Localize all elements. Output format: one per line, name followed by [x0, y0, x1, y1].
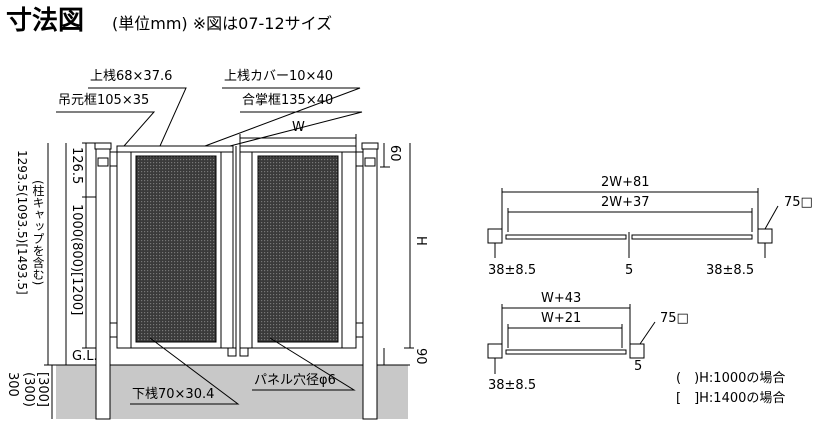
hinge-top-right: [355, 151, 364, 167]
right-panel: [257, 155, 339, 343]
bottom-rail-label: 下桟70×30.4: [132, 387, 215, 402]
width-label: W: [292, 120, 305, 135]
page-title: 寸法図: [6, 6, 85, 36]
unit-note: (単位mm) ※図は07-12サイズ: [112, 14, 333, 33]
hinge-frame-label: 吊元框105×35: [58, 93, 150, 108]
center-gap: 5: [625, 263, 634, 278]
outer-width-single: W+43: [541, 291, 582, 306]
gl-label: G.L.: [72, 349, 98, 364]
inner-width-double: 2W+37: [601, 195, 650, 210]
panel-hole-label: パネル穴径φ6: [254, 373, 336, 388]
ground-area: [56, 365, 408, 419]
single-post-right: [629, 343, 645, 359]
right-post: [362, 146, 378, 420]
dim-300-bracket: [300]: [35, 372, 50, 407]
dim-1000: 1000(800)[1200]: [69, 204, 84, 316]
top-rail-label: 上桟68×37.6: [90, 69, 173, 84]
dim-cap-note: (柱キャップを含む): [31, 180, 45, 286]
dim-60: 60: [387, 145, 402, 162]
right-offset-double: 38±8.5: [706, 263, 755, 278]
left-offset-double: 38±8.5: [488, 263, 537, 278]
dim-90: 90: [413, 348, 428, 365]
outer-width-double: 2W+81: [601, 175, 650, 190]
left-panel: [135, 155, 217, 343]
dim-126: 126.5: [69, 147, 84, 185]
legend-bracket: [ ]H:1400の場合: [676, 391, 786, 406]
dim-1293: 1293.5(1093.5)[1493.5]: [15, 150, 29, 295]
top-door-right: [631, 234, 753, 240]
legend-paren: ( )H:1000の場合: [676, 371, 786, 386]
left-offset-single: 38±8.5: [488, 378, 537, 393]
left-post: [95, 146, 111, 420]
top-door-left: [505, 234, 627, 240]
single-door: [505, 349, 627, 355]
right-post-cap: [361, 142, 379, 150]
meeting-frame-label: 合掌框135×40: [242, 93, 334, 108]
top-post-left: [487, 228, 503, 244]
post-size-double: 75□: [784, 195, 813, 210]
post-size-single: 75□: [660, 311, 689, 326]
height-label: H: [413, 236, 428, 246]
top-rail-cover-label: 上桟カバー10×40: [224, 69, 333, 84]
dim-300-paren: (300): [21, 372, 36, 407]
hinge-bottom-right: [355, 322, 364, 338]
top-post-right: [757, 228, 773, 244]
hinge-bottom-left: [109, 322, 118, 338]
hinge-top-left: [109, 151, 118, 167]
single-gap: 5: [634, 359, 643, 374]
left-post-cap: [94, 142, 112, 150]
dim-300: 300: [5, 372, 20, 397]
inner-width-single: W+21: [541, 311, 582, 326]
single-post-left: [487, 343, 503, 359]
